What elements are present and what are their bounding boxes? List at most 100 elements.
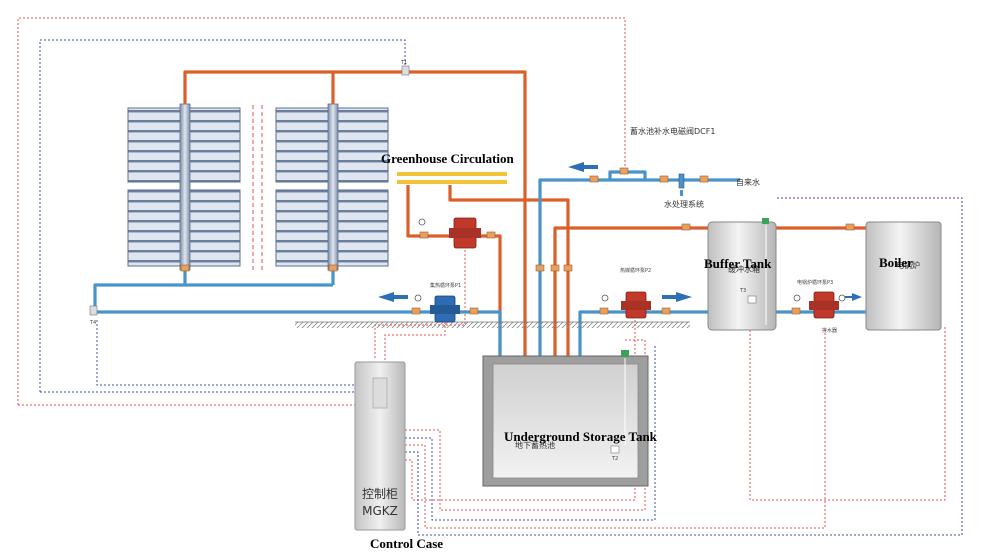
pressure-gauge-icon	[793, 294, 801, 302]
pump-p1-label: 集热循环泵P1	[430, 282, 461, 289]
cabinet-display	[372, 377, 388, 409]
pump-greenhouse	[449, 217, 481, 249]
valve-icon	[699, 175, 709, 183]
arrow-right-icon	[843, 293, 862, 301]
control-cabinet-body	[354, 361, 406, 531]
greenhouse-supply-pipe	[448, 185, 570, 365]
valve-icon	[659, 175, 669, 183]
collector-return-pipe	[93, 270, 502, 365]
valve-dcf1-label: 蓄水池补水电磁阀DCF1	[630, 126, 715, 136]
valve-icon	[845, 223, 855, 231]
signal-wire-p3	[405, 330, 826, 529]
signal-wire-boiler	[749, 325, 946, 501]
valve-icon	[791, 307, 801, 315]
water-meter	[678, 173, 685, 196]
arrow-right-icon	[662, 292, 692, 302]
pressure-gauge-icon	[838, 294, 846, 302]
greenhouse-return-pipe	[406, 185, 502, 365]
collector-header	[179, 103, 191, 271]
buffer-feed-pipe	[553, 226, 708, 365]
pressure-gauge-icon	[418, 218, 426, 226]
signal-wire-t2	[405, 345, 656, 521]
pump-p3: 电锅炉循环泵P3 排水器	[797, 279, 839, 334]
signal-wire-red-outer	[17, 17, 626, 405]
water-treatment-label: 水处理系统	[664, 199, 704, 209]
boiler-label: Boiler	[879, 255, 913, 270]
ground-line	[295, 321, 690, 328]
pump-body	[621, 301, 651, 310]
level-sensor-icon	[621, 350, 629, 357]
level-sensor-icon	[762, 218, 769, 224]
boiler: 电锅炉	[865, 221, 942, 331]
control-cabinet: 控制柜 MGKZ	[354, 361, 406, 531]
pump-p2-label: 热媒循环泵P2	[620, 267, 651, 274]
sensor-label-t4: T4	[89, 320, 96, 326]
buffer-tank-body	[707, 221, 777, 331]
cabinet-cn-label: 控制柜	[362, 487, 398, 501]
storage-tank-cn-label: 地下蓄热池	[515, 440, 555, 450]
arrow-left-icon	[378, 292, 408, 302]
gauges	[414, 218, 846, 302]
temperature-sensor-icon	[401, 65, 410, 76]
tap-water-label: 自来水	[736, 177, 760, 187]
valve-icon	[419, 231, 429, 239]
temperature-sensor-icon	[89, 305, 98, 316]
greenhouse-pipe	[397, 180, 507, 184]
valve-icon	[469, 307, 479, 315]
storage-tank-label: Underground Storage Tank	[504, 429, 658, 444]
buffer-tank: 缓冲水箱 T3	[707, 218, 777, 331]
storage-tank-inner	[492, 363, 639, 479]
signal-wire-buffer	[405, 197, 963, 536]
pump-p3-label: 电锅炉循环泵P3	[797, 279, 833, 286]
valve-icon	[535, 264, 545, 272]
cabinet-model-label: MGKZ	[362, 504, 398, 518]
collector-header	[327, 103, 339, 271]
water-meter-icon	[680, 190, 683, 196]
pump-body	[449, 228, 481, 238]
collector-supply-pipe	[183, 70, 527, 365]
sensor-label-t1: T1	[400, 60, 407, 66]
buffer-tank-cn-label: 缓冲水箱	[728, 264, 760, 274]
boiler-body	[865, 221, 942, 331]
signal-wire-blue-outer	[39, 39, 406, 392]
control-case-label: Control Case	[370, 536, 443, 551]
boiler-cn-label: 电锅炉	[896, 260, 920, 270]
valve-icon	[411, 307, 421, 315]
greenhouse-pipe	[397, 172, 507, 176]
valve-icon	[661, 307, 671, 315]
valve-icon	[563, 264, 573, 272]
pump-body	[809, 301, 839, 310]
pump-p2: 热媒循环泵P2	[620, 267, 651, 319]
valve-icon	[619, 167, 629, 175]
arrow-left-icon	[568, 162, 598, 172]
water-meter-icon	[678, 173, 685, 189]
valve-icon	[550, 264, 560, 272]
valve-icon	[599, 307, 609, 315]
tap-water-pipe	[538, 178, 740, 365]
flow-arrows	[378, 162, 862, 302]
buffer-tank-label: Buffer Tank	[704, 256, 772, 271]
ground-hatch	[295, 322, 690, 328]
sensor-label-t3: T3	[739, 288, 746, 294]
valve-icon	[180, 264, 190, 272]
fittings	[180, 167, 855, 315]
water-outlet-label: 排水器	[822, 327, 837, 334]
signal-wire-t4	[96, 320, 355, 386]
temperature-sensor-icon	[610, 445, 620, 454]
greenhouse-header	[397, 172, 507, 184]
valve-icon	[589, 175, 599, 183]
valve-icon	[328, 264, 338, 272]
greenhouse-circulation-label: Greenhouse Circulation	[381, 151, 515, 166]
solar-collector-field	[127, 103, 389, 271]
signal-wire-storage	[405, 339, 646, 511]
pump-body	[430, 305, 460, 314]
pressure-gauge-icon	[414, 294, 422, 302]
pressure-gauge-icon	[601, 294, 609, 302]
temperature-sensor-icon	[747, 295, 757, 304]
sensors: T1 T4	[89, 60, 410, 326]
valve-icon	[486, 231, 496, 239]
sensor-label-t2: T2	[611, 456, 618, 462]
valve-icon	[681, 223, 691, 231]
pump-p1: 集热循环泵P1	[430, 282, 461, 323]
